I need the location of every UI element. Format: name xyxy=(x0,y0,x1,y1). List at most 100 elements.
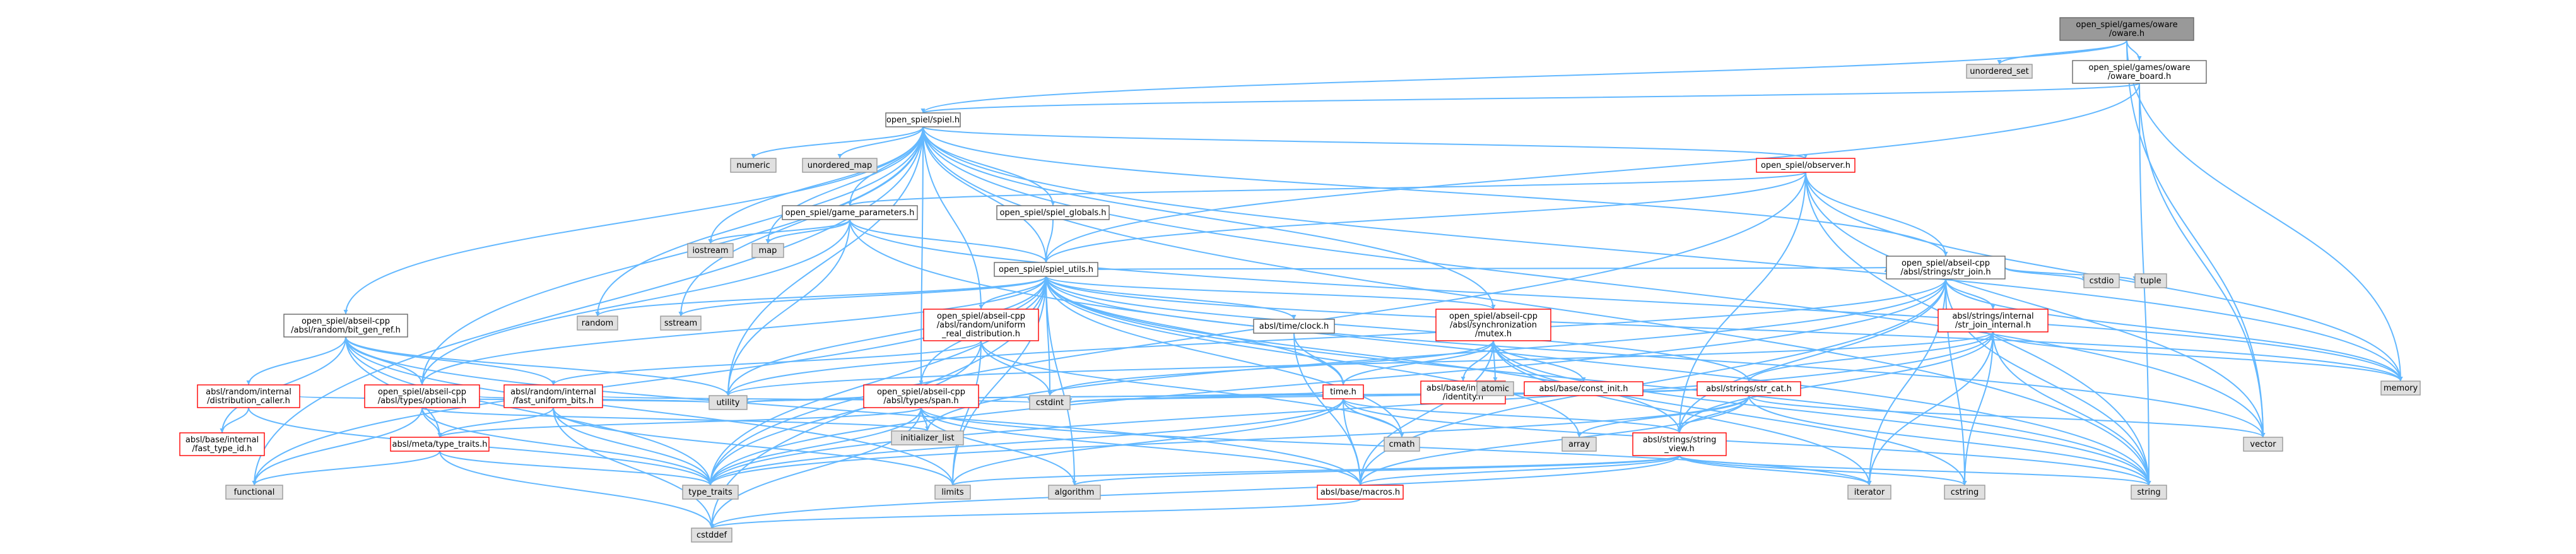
edge-type_traits_h-to-cstddef xyxy=(439,451,712,529)
edge-spiel_h-to-string xyxy=(922,126,2150,486)
node-label: absl/base/internal xyxy=(185,435,259,445)
node-box xyxy=(885,112,961,127)
arrowhead xyxy=(2261,433,2266,437)
node-label: absl/base/macros.h xyxy=(1320,488,1400,497)
edge-mutex_h-to-const_init_h xyxy=(1493,340,1584,382)
edge-str_join_internal_h-to-utility xyxy=(727,331,1994,396)
arrowhead xyxy=(220,428,225,433)
node-type-traits-h[interactable]: absl/meta/type_traits.h xyxy=(390,437,490,452)
node-label: open_spiel/abseil-cpp xyxy=(378,387,466,397)
node-label: absl/random/internal xyxy=(510,387,596,397)
node-str-join-internal-h[interactable]: absl/strings/internal/str_join_internal.… xyxy=(1938,309,2049,333)
node-observer-h[interactable]: open_spiel/observer.h xyxy=(1756,158,1856,173)
edge-spiel_h-to-map xyxy=(767,126,924,244)
edge-spiel_utils_h-to-str_join_h xyxy=(1097,267,1887,270)
edge-fast_uniform_bits_h-to-type_traits xyxy=(553,407,711,486)
node-label: array xyxy=(1568,440,1590,449)
edge-spiel_utils_h-to-optional_h xyxy=(421,276,1047,386)
arrowhead xyxy=(1746,377,1751,382)
node-oware-h[interactable]: open_spiel/games/oware/oware.h xyxy=(2059,17,2194,41)
edge-string_view_h-to-cstring xyxy=(1679,455,1965,486)
edge-game_parameters_h-to-memory xyxy=(849,219,2401,382)
node-label: /identity.h xyxy=(1443,392,1484,402)
node-string-view-h[interactable]: absl/strings/string_view.h xyxy=(1632,432,1727,456)
edge-bit_gen_ref_h-to-fast_uniform_bits_h xyxy=(345,336,554,386)
edge-string_view_h-to-string xyxy=(1679,455,2150,486)
node-box xyxy=(1847,485,1891,500)
arrowhead xyxy=(1358,481,1363,485)
node-spiel-globals-h[interactable]: open_spiel/spiel_globals.h xyxy=(996,205,1110,220)
node-str-cat-h[interactable]: absl/strings/str_cat.h xyxy=(1697,381,1801,396)
edge-mutex_h-to-cstdint xyxy=(1049,340,1494,396)
edge-str_join_h-to-tuple xyxy=(2004,267,2136,281)
edge-str_join_h-to-utility xyxy=(727,278,1946,396)
node-map: map xyxy=(751,243,784,258)
node-fast-type-id-h[interactable]: absl/base/internal/fast_type_id.h xyxy=(179,432,265,456)
node-const-init-h[interactable]: absl/base/const_init.h xyxy=(1524,381,1644,396)
arrowhead xyxy=(979,305,984,309)
edge-spiel_utils_h-to-array xyxy=(1045,276,1580,438)
arrowhead xyxy=(751,154,756,158)
node-game-parameters-h[interactable]: open_spiel/game_parameters.h xyxy=(782,205,918,220)
node-macros-h[interactable]: absl/base/macros.h xyxy=(1317,485,1404,500)
edge-span_h-to-type_traits xyxy=(710,407,922,486)
node-box xyxy=(994,262,1098,277)
edge-game_parameters_h-to-spiel_utils_h xyxy=(849,219,1047,263)
node-span-h[interactable]: open_spiel/abseil-cpp/absl/types/span.h xyxy=(863,384,979,408)
node-label: absl/time/clock.h xyxy=(1259,322,1329,331)
node-box xyxy=(364,384,480,408)
node-label: /absl/synchronization xyxy=(1450,321,1537,330)
edge-spiel_utils_h-to-type_traits xyxy=(710,276,1047,486)
arrowhead xyxy=(1997,60,2002,64)
node-spiel-h[interactable]: open_spiel/spiel.h xyxy=(885,112,961,127)
arrowhead xyxy=(925,427,930,431)
node-uniform-real-h[interactable]: open_spiel/abseil-cpp/absl/random/unifor… xyxy=(923,309,1039,341)
node-time-h[interactable]: time.h xyxy=(1322,384,1364,399)
node-box xyxy=(782,205,918,220)
edge-bit_gen_ref_h-to-type_traits xyxy=(345,336,711,486)
node-label: absl/strings/internal xyxy=(1952,312,2033,321)
nodes-layer: open_spiel/games/oware/oware.hunordered_… xyxy=(179,17,2421,543)
edge-str_join_h-to-string_view_h xyxy=(1679,278,1946,433)
edge-observer_h-to-vector xyxy=(1805,172,2264,438)
edge-uniform_real_h-to-cmath xyxy=(980,340,1403,438)
node-distribution-caller-h[interactable]: absl/random/internal/distribution_caller… xyxy=(197,384,300,408)
edge-spiel_h-to-observer_h xyxy=(922,126,1806,159)
node-bit-gen-ref-h[interactable]: open_spiel/abseil-cpp/absl/random/bit_ge… xyxy=(283,314,408,338)
node-box xyxy=(2131,485,2167,500)
node-box xyxy=(1756,158,1856,173)
node-label: algorithm xyxy=(1055,488,1095,497)
node-box xyxy=(1384,437,1420,452)
node-label: /str_join_internal.h xyxy=(1955,321,2031,330)
arrowhead xyxy=(1803,154,1808,158)
node-fast-uniform-bits-h[interactable]: absl/random/internal/fast_uniform_bits.h xyxy=(503,384,603,408)
edge-fast_uniform_bits_h-to-cstddef xyxy=(553,407,712,529)
node-box xyxy=(1029,395,1071,410)
arrowhead xyxy=(847,201,852,206)
node-label: /absl/types/span.h xyxy=(883,396,958,406)
node-label: vector xyxy=(2250,440,2276,449)
node-box xyxy=(1524,381,1644,396)
node-label: /fast_uniform_bits.h xyxy=(513,396,594,406)
edge-str_join_internal_h-to-cstring xyxy=(1964,331,1994,486)
arrowhead xyxy=(1047,391,1052,396)
edge-observer_h-to-game_parameters_h xyxy=(849,172,1806,206)
node-str-join-h[interactable]: open_spiel/abseil-cpp/absl/strings/str_j… xyxy=(1886,256,2006,280)
edge-spiel_utils_h-to-vector xyxy=(1045,276,2264,438)
node-box xyxy=(2072,60,2207,84)
edge-game_parameters_h-to-iostream xyxy=(710,219,850,244)
node-box xyxy=(996,205,1110,220)
node-clock-h[interactable]: absl/time/clock.h xyxy=(1253,319,1335,334)
node-optional-h[interactable]: open_spiel/abseil-cpp/absl/types/optiona… xyxy=(364,384,480,408)
node-label: /absl/types/optional.h xyxy=(378,396,467,406)
node-box xyxy=(1886,256,2006,280)
node-box xyxy=(2059,17,2194,41)
node-limits: limits xyxy=(934,485,971,500)
edge-spiel_utils_h-to-mutex_h xyxy=(1045,276,1494,310)
edge-bit_gen_ref_h-to-optional_h xyxy=(345,336,423,386)
node-oware-board-h[interactable]: open_spiel/games/oware/oware_board.h xyxy=(2072,60,2207,84)
edge-game_parameters_h-to-map xyxy=(767,219,850,244)
node-mutex-h[interactable]: open_spiel/abseil-cpp/absl/synchronizati… xyxy=(1435,309,1551,341)
node-spiel-utils-h[interactable]: open_spiel/spiel_utils.h xyxy=(994,262,1098,277)
